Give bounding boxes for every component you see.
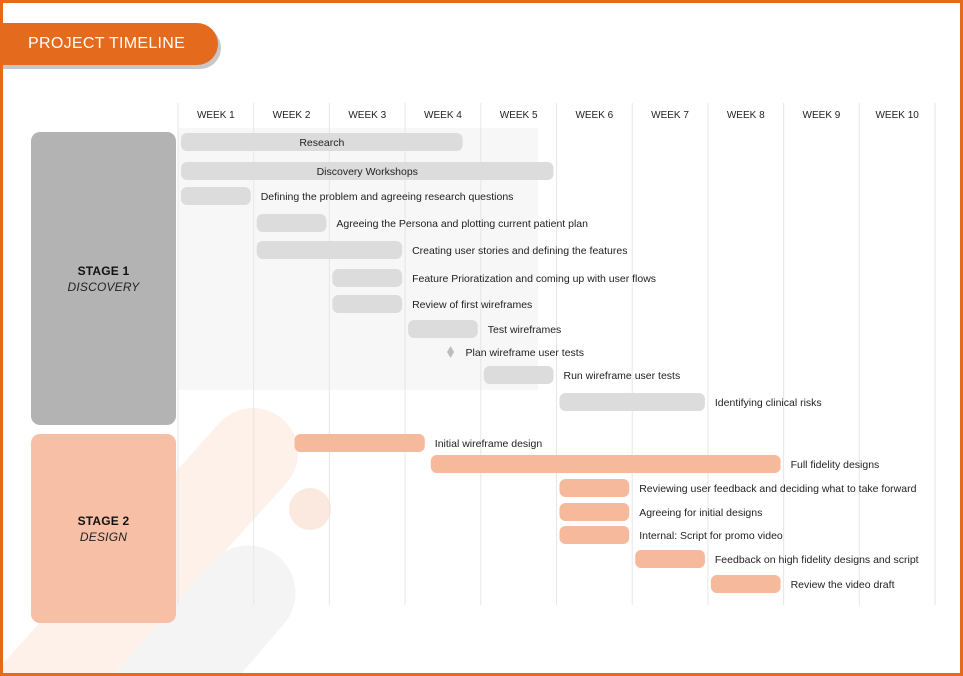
task-bar [430,455,781,473]
stage-1-title: STAGE 1 [77,263,130,278]
task-bar [635,550,705,568]
task-bar [181,133,463,151]
task-label: Creating user stories and defining the f… [412,245,627,257]
task-label: Test wireframes [488,324,562,336]
task-label: Feedback on high fidelity designs and sc… [715,554,919,566]
task-label: Agreeing for initial designs [639,507,762,519]
week-label: WEEK 9 [803,110,841,121]
task-label: Full fidelity designs [791,459,880,471]
task-label: Feature Prioratization and coming up wit… [412,273,656,285]
task-label: Defining the problem and agreeing resear… [261,191,514,203]
task-bar [559,479,630,497]
task-bar [181,187,251,205]
task-bar [710,575,781,593]
stage-2-subtitle: DESIGN [79,529,128,544]
week-label: WEEK 1 [197,110,235,121]
task-label: Research [299,137,344,149]
stage-1-box: STAGE 1 DISCOVERY [31,132,176,425]
task-label: Agreeing the Persona and plotting curren… [336,218,588,230]
task-bar [483,366,554,384]
task-label: Internal: Script for promo video [639,530,783,542]
stage-1-subtitle: DISCOVERY [67,279,140,294]
task-label: Plan wireframe user tests [466,347,584,359]
week-label: WEEK 3 [348,110,386,121]
task-bar [294,434,425,452]
task-bar [332,269,403,287]
task-bar [256,241,403,259]
page-title: PROJECT TIMELINE [28,35,186,52]
task-label: Review of first wireframes [412,299,532,311]
task-bar [559,503,630,521]
week-label: WEEK 7 [651,110,689,121]
task-label: Identifying clinical risks [715,397,822,409]
task-label: Initial wireframe design [435,438,543,450]
task-bar [181,162,554,180]
milestone-marker [447,346,455,358]
week-label: WEEK 10 [875,110,919,121]
task-bar [256,214,327,232]
task-bar [408,320,478,338]
week-label: WEEK 5 [500,110,538,121]
page-title-banner: PROJECT TIMELINE [3,23,218,65]
task-bar [332,295,403,313]
stage-2-title: STAGE 2 [77,513,130,528]
task-label: Review the video draft [791,579,895,591]
week-label: WEEK 6 [575,110,613,121]
week-label: WEEK 4 [424,110,462,121]
task-bar [559,393,705,411]
gantt-chart: WEEK 1 WEEK 2 WEEK 3 WEEK 4 WEEK 5 WEEK 6 WEEK… [177,103,936,605]
stage-2-box: STAGE 2 DESIGN [31,434,176,623]
task-label: Reviewing user feedback and deciding wha… [639,483,916,495]
week-label: WEEK 2 [273,110,311,121]
task-label: Discovery Workshops [317,166,418,178]
task-label: Run wireframe user tests [564,370,681,382]
week-label: WEEK 8 [727,110,765,121]
task-bar [559,526,630,544]
